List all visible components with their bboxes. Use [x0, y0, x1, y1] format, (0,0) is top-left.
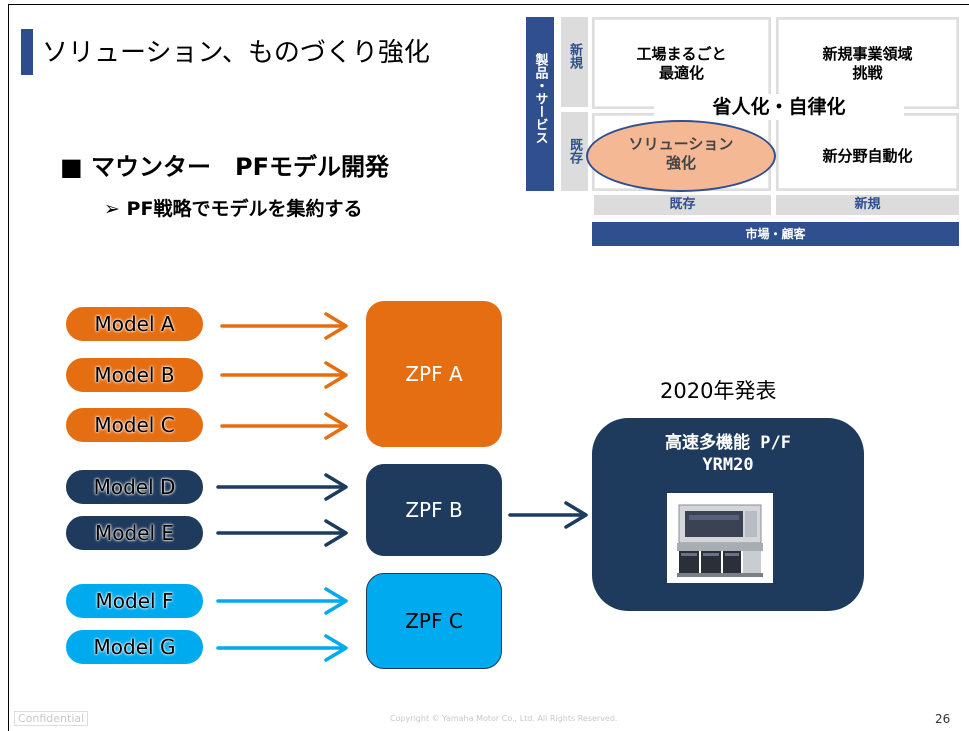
model-d: Model D	[64, 468, 205, 506]
arrow-zpf-b-to-yrm20	[508, 501, 588, 529]
page-number: 26	[935, 712, 951, 726]
zpf-a-box: ZPF A	[366, 301, 502, 447]
matrix-col-new: 新規	[776, 195, 959, 215]
yrm20-panel: 高速多機能 P/F YRM20	[592, 418, 864, 611]
model-e: Model E	[64, 514, 205, 552]
release-year-label: 2020年発表	[660, 379, 777, 403]
yrm20-title: 高速多機能 P/F YRM20	[665, 433, 791, 475]
arrow-model-c	[220, 412, 348, 440]
arrow-model-f	[216, 587, 348, 615]
arrow-model-g	[216, 634, 348, 662]
slide-title: ソリューション、ものづくり強化	[42, 38, 430, 68]
yrm20-machine-image	[667, 493, 773, 583]
matrix-bottom-axis: 市場・顧客	[592, 222, 959, 246]
section-heading: ■ マウンター PFモデル開発	[60, 153, 390, 181]
zpf-b-box: ZPF B	[366, 464, 502, 556]
matrix-row-existing: 既存	[561, 112, 588, 191]
arrow-model-e	[216, 519, 348, 547]
model-a: Model A	[64, 305, 205, 343]
matrix-cell-top-left: 工場まるごと 最適化	[592, 17, 771, 109]
confidential-label: Confidential	[14, 711, 89, 726]
arrow-model-a	[220, 312, 348, 340]
matrix-left-axis: 製品・サービス	[526, 17, 554, 191]
section-subheading: ➢ PF戦略でモデルを集約する	[104, 198, 363, 220]
arrow-model-b	[220, 361, 348, 389]
model-g: Model G	[64, 628, 205, 666]
matrix-cell-top-right: 新規事業領域 挑戦	[776, 17, 959, 109]
matrix-row-new: 新規	[561, 17, 588, 107]
zpf-c-box: ZPF C	[366, 573, 502, 669]
matrix-center-label: 省人化・自律化	[654, 94, 904, 120]
title-accent-bar	[21, 29, 33, 75]
model-f: Model F	[64, 582, 205, 620]
copyright-text: Copyright © Yamaha Motor Co., Ltd. All R…	[390, 714, 618, 723]
model-c: Model C	[64, 406, 205, 444]
slide-frame	[8, 4, 969, 731]
matrix-col-existing: 既存	[594, 195, 771, 215]
model-b: Model B	[64, 356, 205, 394]
arrow-model-d	[216, 473, 348, 501]
highlight-ellipse: ソリューション 強化	[586, 120, 776, 192]
